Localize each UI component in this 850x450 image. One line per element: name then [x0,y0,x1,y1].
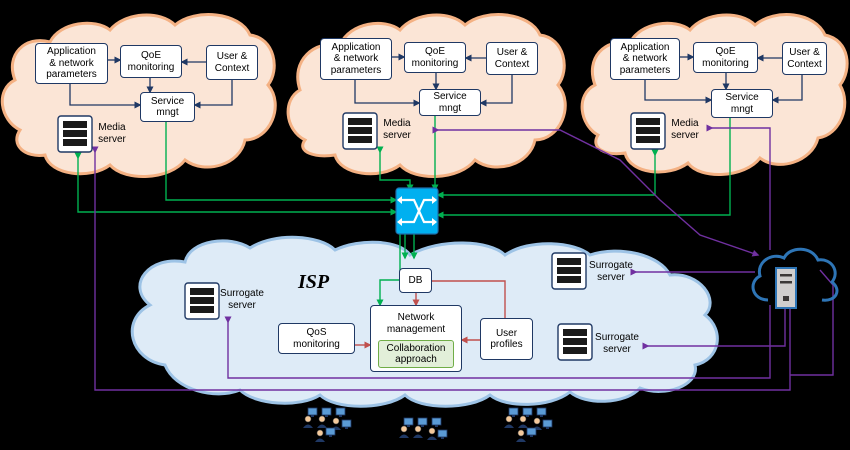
user-context-box-middle: User &Context [486,42,538,75]
isp-title: ISP [298,271,330,293]
surrogate-server-icon-bottom-right [557,323,593,361]
red-links [355,277,506,349]
cdn-cloud-icon [751,247,839,309]
user-context-box-left: User &Context [206,45,258,80]
db-box: DB [399,268,432,293]
network-switch-icon [395,187,439,235]
surrogate-server-icon-left [184,282,220,320]
surrogate-server-icon-top-right [551,252,587,290]
user-context-box-right: User &Context [782,42,827,75]
dark-links [69,53,803,109]
media-server-icon-left [57,115,93,153]
cloud-left [0,13,277,178]
purple-links [91,124,834,391]
user-group-icon-middle [398,417,448,441]
user-group-icon-right [503,407,553,443]
user-group-icon-left [302,407,352,443]
media-server-icon-middle [342,112,378,150]
media-server-icon-right [630,112,666,150]
